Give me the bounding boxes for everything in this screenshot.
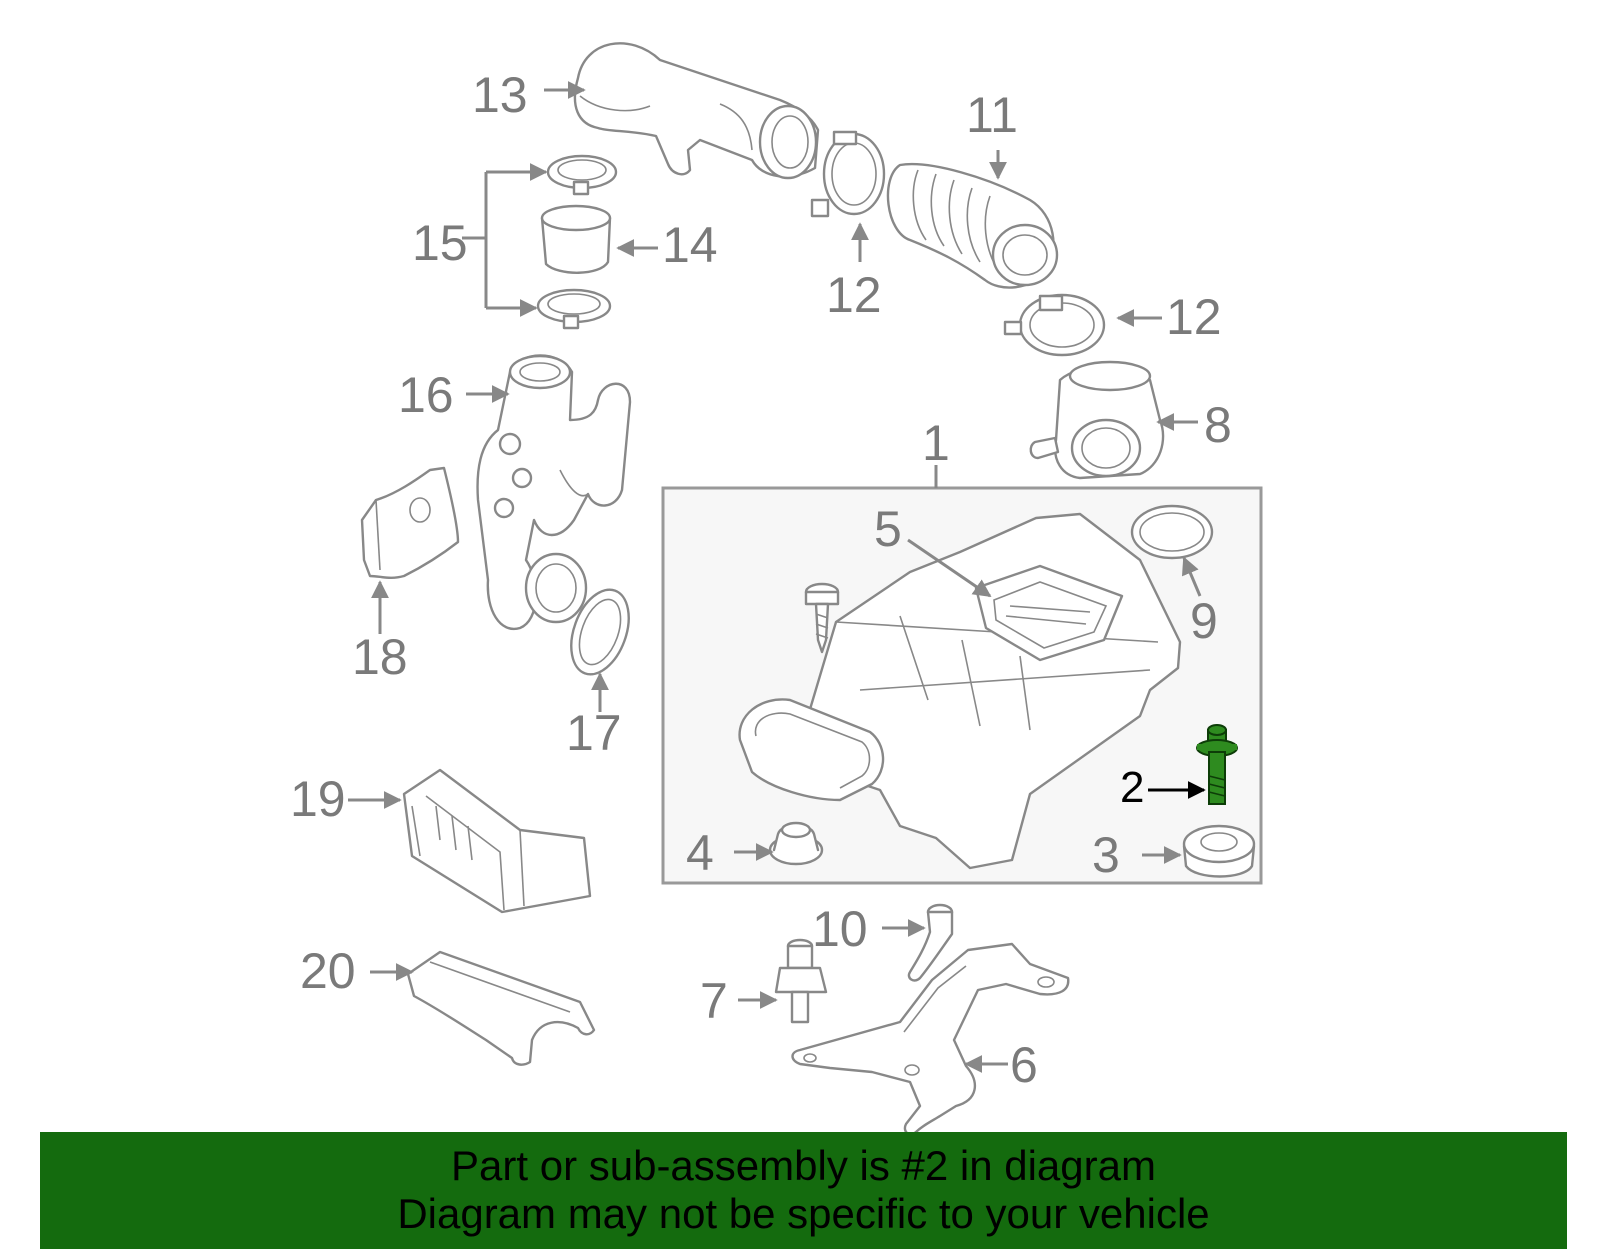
callout-14: 14 [662, 217, 718, 273]
part-6-bracket[interactable] [791, 942, 1070, 1136]
part-3-mount[interactable] [1182, 824, 1256, 878]
part-12-hose-clamp-upper[interactable] [810, 130, 886, 218]
callout-12b: 12 [1166, 289, 1222, 345]
part-15-clamp-bottom[interactable] [536, 288, 612, 330]
part-2-bolt-highlighted[interactable] [1196, 724, 1238, 805]
callout-3: 3 [1092, 827, 1120, 883]
screw-inner[interactable] [804, 582, 840, 654]
callout-4: 4 [686, 825, 714, 881]
callout-17: 17 [566, 705, 622, 761]
callout-8: 8 [1204, 397, 1232, 453]
part-12-hose-clamp-lower[interactable] [1003, 293, 1106, 357]
callout-9: 9 [1190, 593, 1218, 649]
callout-15: 15 [412, 215, 468, 271]
part-8-adapter[interactable] [1029, 360, 1165, 480]
part-7-valve[interactable] [774, 938, 828, 1024]
part-15-clamp-top[interactable] [546, 154, 618, 196]
part-1-inlet-snout[interactable] [738, 698, 885, 802]
part-10-fitting[interactable] [907, 903, 954, 982]
part-14-sleeve[interactable] [540, 204, 612, 274]
banner-line-2: Diagram may not be specific to your vehi… [397, 1190, 1210, 1237]
part-16-breather-tube[interactable] [476, 354, 632, 631]
part-9-seal[interactable] [1130, 504, 1214, 560]
part-20-cover[interactable] [406, 950, 596, 1066]
callout-16: 16 [398, 367, 454, 423]
callout-1: 1 [922, 415, 950, 471]
info-banner: Part or sub-assembly is #2 in diagram Di… [40, 1132, 1567, 1249]
part-17-o-ring[interactable] [561, 582, 640, 682]
part-13-intake-duct[interactable] [573, 42, 820, 180]
callout-6: 6 [1010, 1037, 1038, 1093]
callout-7: 7 [700, 973, 728, 1029]
callout-13: 13 [472, 67, 528, 123]
callout-2: 2 [1120, 763, 1144, 812]
banner-line-1: Part or sub-assembly is #2 in diagram [451, 1142, 1156, 1189]
callout-10: 10 [812, 901, 868, 957]
part-11-corrugated-hose[interactable] [886, 163, 1059, 289]
part-19-air-guide[interactable] [402, 768, 592, 914]
callout-18: 18 [352, 629, 408, 685]
part-18-heat-shield[interactable] [360, 466, 460, 579]
callout-11: 11 [966, 87, 1018, 143]
callout-19: 19 [290, 771, 346, 827]
part-5-air-cleaner-housing[interactable] [788, 512, 1182, 870]
part-4-grommet[interactable] [768, 821, 824, 866]
callout-12a: 12 [826, 267, 882, 323]
callout-20: 20 [300, 943, 356, 999]
callout-5: 5 [874, 501, 902, 557]
